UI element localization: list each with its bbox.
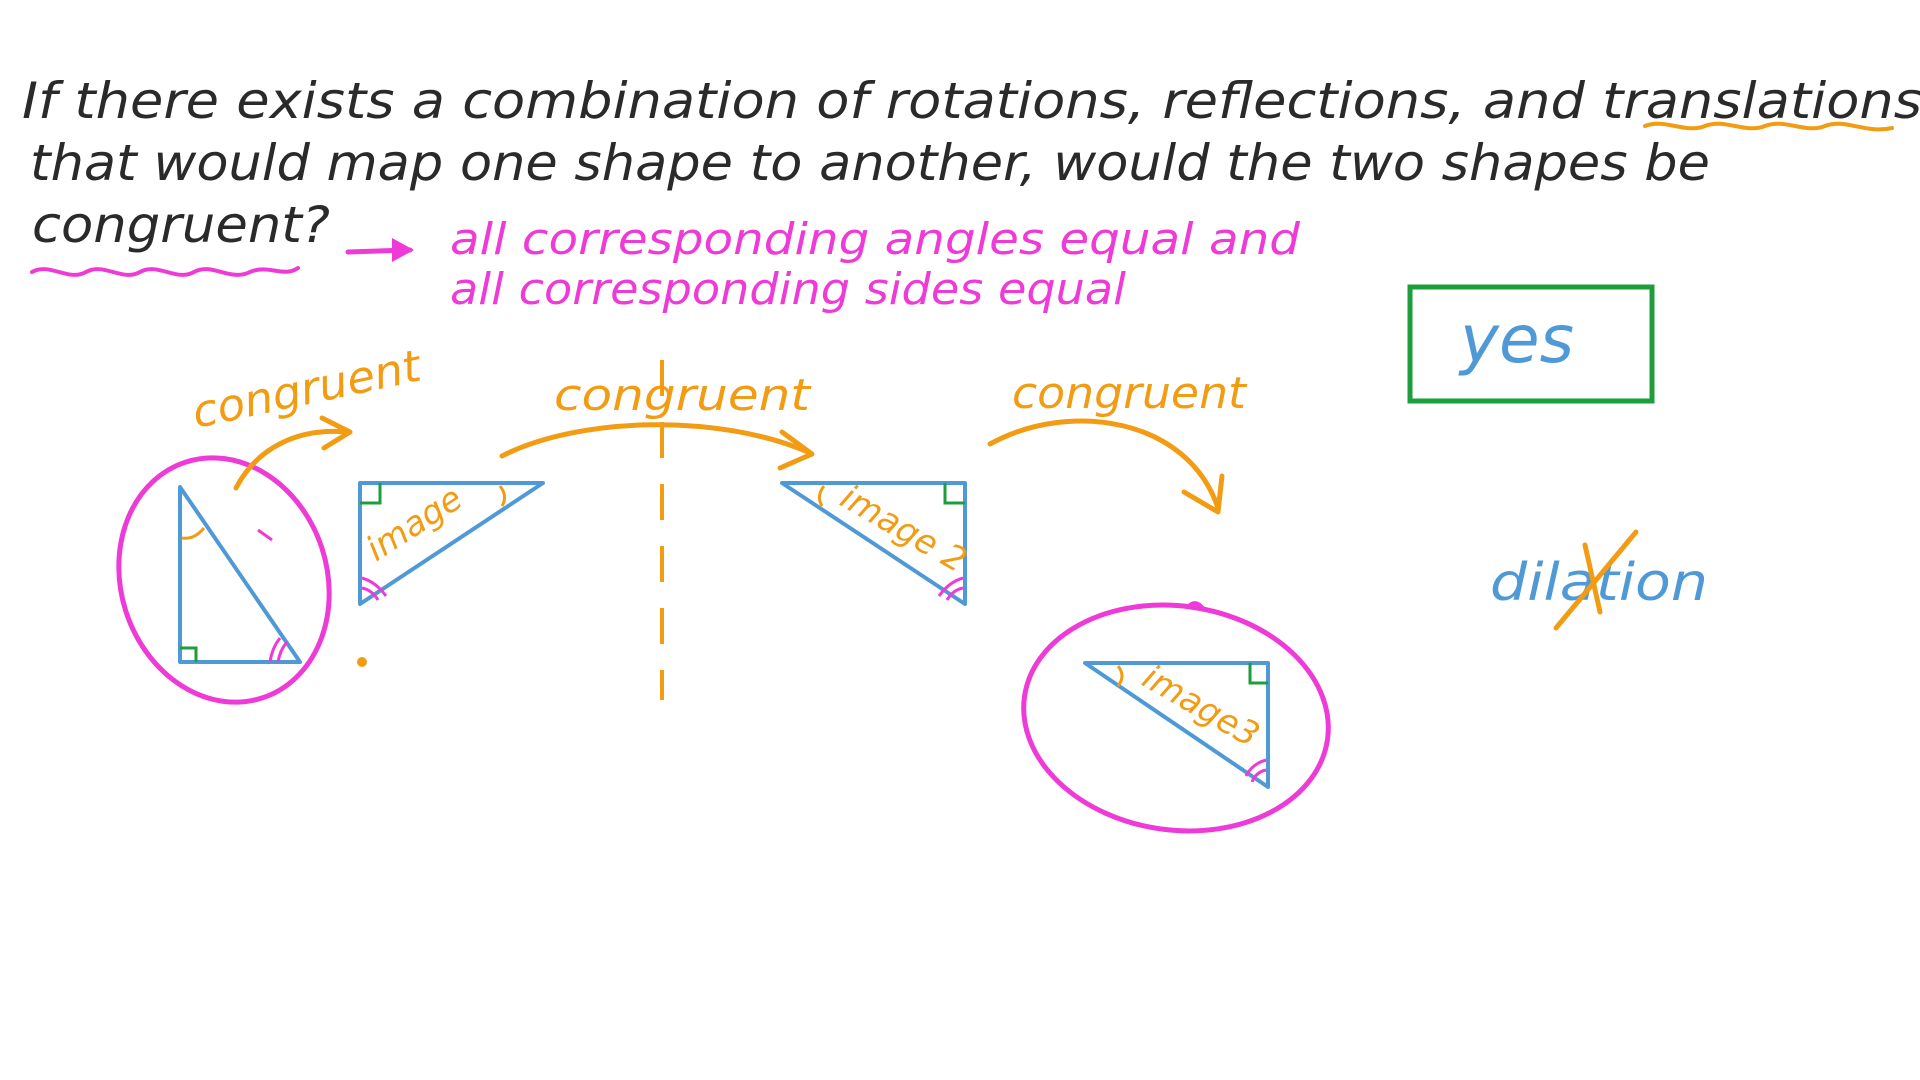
image-1-triangle xyxy=(358,481,545,606)
curved-arrow-3-icon xyxy=(987,418,1225,515)
congruent-squiggle xyxy=(30,266,300,277)
original-triangle-circle xyxy=(116,455,332,705)
image-1-label: image xyxy=(359,478,470,569)
image-2-triangle xyxy=(780,481,967,606)
image-3-circle xyxy=(1021,602,1331,834)
answer-box xyxy=(1407,284,1655,404)
congruent-label-2: congruent xyxy=(554,370,812,421)
congruent-label-3: congruent xyxy=(1012,368,1248,419)
congruent-label-1: congruent xyxy=(188,340,427,438)
rotation-center-dot xyxy=(357,657,367,667)
arrow-right-icon xyxy=(345,238,414,262)
question-line-3: congruent? xyxy=(32,196,330,254)
question-line-1: If there exists a combination of rotatio… xyxy=(22,72,1920,130)
question-line-2: that would map one shape to another, wou… xyxy=(30,134,1710,192)
image-3-circle-join xyxy=(1186,601,1206,612)
answer-text: yes xyxy=(1458,301,1574,378)
original-triangle xyxy=(178,485,302,664)
translations-underline xyxy=(1643,121,1894,132)
note-line-2: all corresponding sides equal xyxy=(450,264,1127,315)
curved-arrow-1-icon xyxy=(233,415,353,491)
cross-out-icon xyxy=(1553,529,1639,631)
note-line-1: all corresponding angles equal and xyxy=(450,214,1301,265)
image-3-triangle xyxy=(1083,661,1270,789)
curved-arrow-2-icon xyxy=(499,422,815,471)
